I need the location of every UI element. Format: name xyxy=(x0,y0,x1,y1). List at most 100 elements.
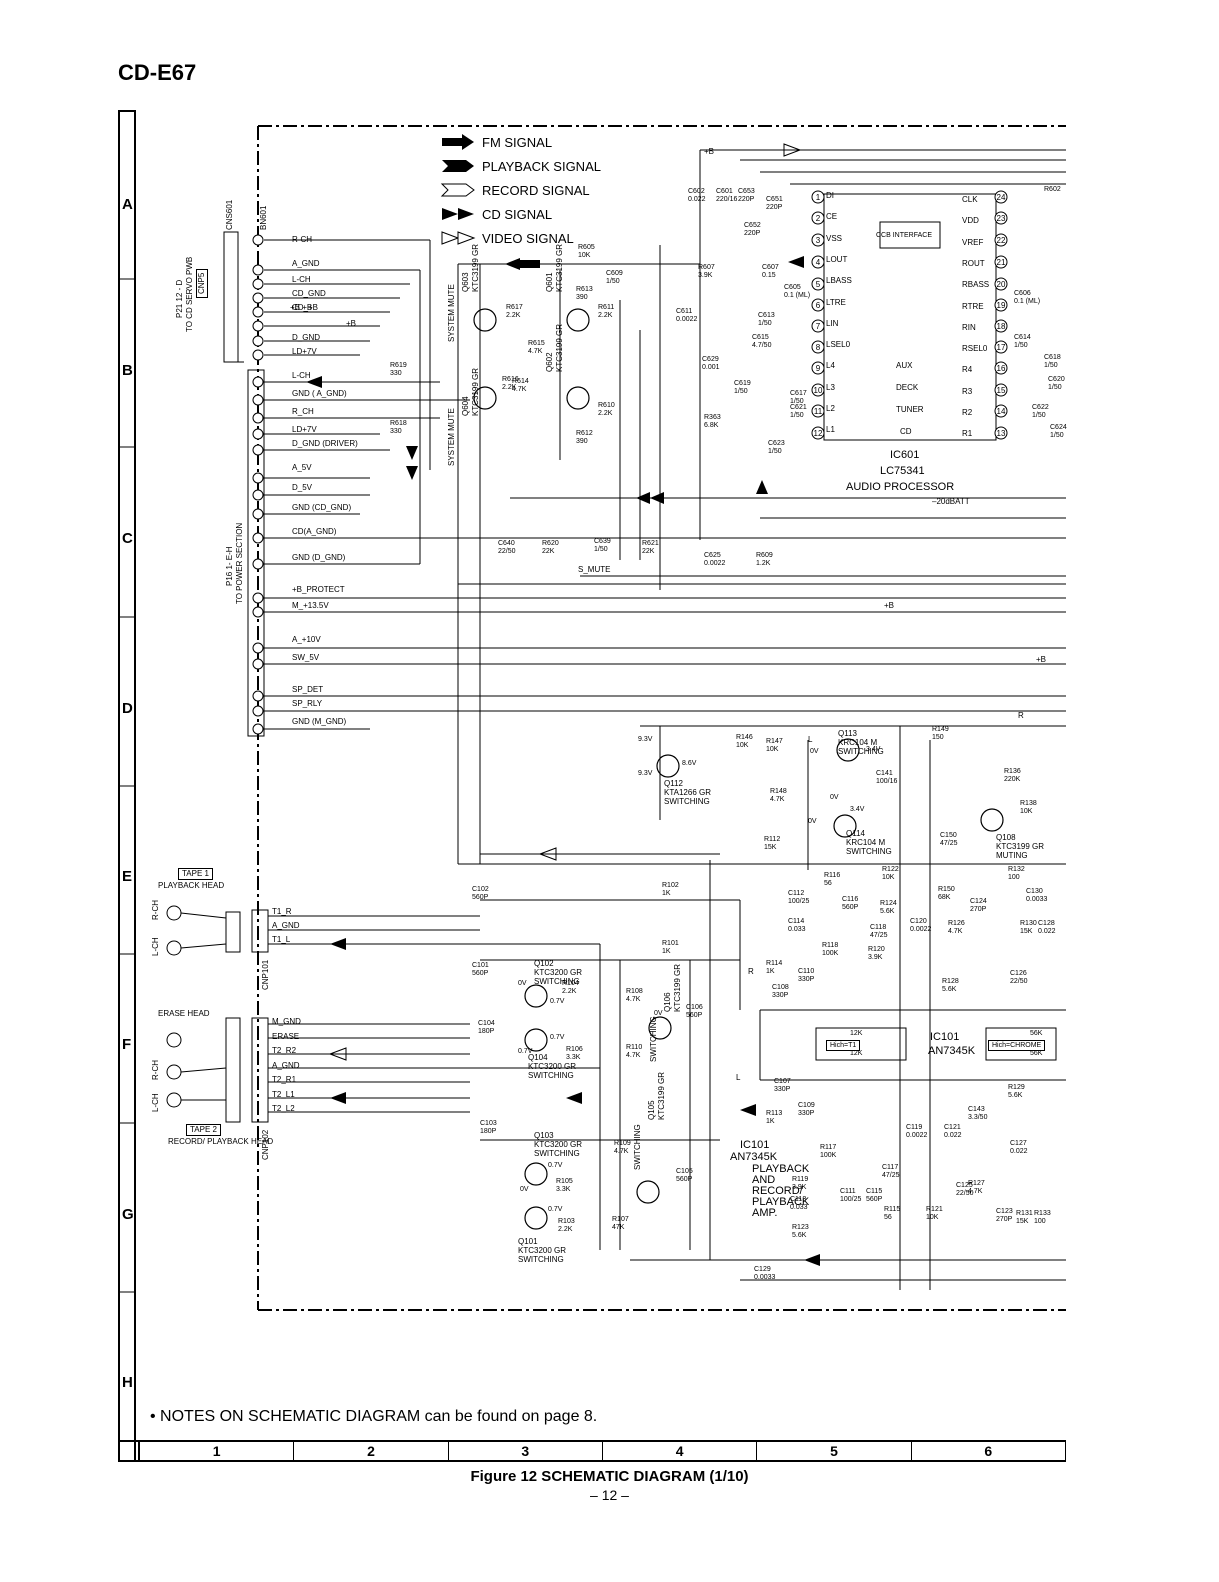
component-value: 2.2K xyxy=(562,988,577,995)
component-ref: C625 xyxy=(704,552,721,559)
svg-text:14: 14 xyxy=(997,407,1006,416)
pin-label: A_+10V xyxy=(292,635,321,644)
transistor-part: KRC104 M xyxy=(838,738,878,747)
transistor-ref: Q114 xyxy=(846,829,865,838)
pin-label: D_5V xyxy=(292,483,313,492)
voltage-label: 0V xyxy=(518,980,527,987)
component-ref: C639 xyxy=(594,538,611,545)
connector-cns601: CNS601 xyxy=(225,199,234,230)
component-ref: R117 xyxy=(820,1144,837,1151)
component-ref: R621 xyxy=(642,540,659,547)
voltage-label: 8.6V xyxy=(682,760,697,767)
transistor-note: SYSTEM MUTE xyxy=(447,284,456,342)
ic601-pin-left: LTRE xyxy=(826,297,846,307)
input-tuner: TUNER xyxy=(896,405,924,414)
r12k: 12K xyxy=(850,1030,863,1037)
transistor-note: SWITCHING xyxy=(528,1071,574,1080)
r56k: 56K xyxy=(1030,1050,1043,1057)
component-ref: R128 xyxy=(942,978,959,985)
ic101-function: AMP. xyxy=(752,1207,778,1219)
component-ref: R114 xyxy=(766,960,783,967)
component-ref: C653 xyxy=(738,188,755,195)
pin-label: A_GND xyxy=(292,259,320,268)
component-ref: R103 xyxy=(558,1218,575,1225)
component-ref: C129 xyxy=(754,1266,771,1273)
component-value: 0.0033 xyxy=(754,1274,776,1281)
component-value: 390 xyxy=(576,294,588,301)
component-value: 100/25 xyxy=(840,1196,862,1203)
ic601-pin-right: R1 xyxy=(962,429,973,439)
component-value: 560P xyxy=(472,970,489,977)
component-ref: R109 xyxy=(614,1140,631,1147)
component-ref: C103 xyxy=(480,1120,497,1127)
component-value: 15K xyxy=(764,844,777,851)
component-ref: R617 xyxy=(506,304,523,311)
row-label-c: C xyxy=(122,530,133,547)
page-number: – 12 – xyxy=(590,1487,629,1503)
component-value: 330 xyxy=(390,370,402,377)
connector-cnp5: CNP5 xyxy=(196,268,208,298)
tape1-pin: T1_L xyxy=(272,935,291,944)
component-ref: C118 xyxy=(870,924,887,931)
component-ref: R104 xyxy=(562,980,579,987)
component-value: 1/50 xyxy=(758,320,772,327)
row-label-f: F xyxy=(122,1036,132,1053)
model-title: CD-E67 xyxy=(118,60,197,85)
legend-label: CD SIGNAL xyxy=(482,206,553,222)
component-value: 220P xyxy=(738,196,755,203)
ic601-part: LC75341 xyxy=(880,465,925,477)
component-ref: C624 xyxy=(1050,424,1067,431)
component-value: 4.7K xyxy=(968,1188,983,1195)
tape1-pin: T1_R xyxy=(272,907,292,916)
pin-label: CD(A_GND) xyxy=(292,527,337,536)
component-value: 1K xyxy=(662,948,671,955)
pin-label: L-CH xyxy=(292,275,311,284)
component-ref: C105 xyxy=(676,1168,693,1175)
component-ref: C150 xyxy=(940,832,957,839)
notched-arrow-icon xyxy=(442,160,474,172)
transistor-ref: Q104 xyxy=(528,1053,548,1062)
transistor-part: KTC3199 GR xyxy=(471,367,480,416)
transistor-part: KTA1266 GR xyxy=(664,788,711,797)
transistor-note: SWITCHING xyxy=(846,847,892,856)
component-value: 1K xyxy=(766,968,775,975)
component-ref: C618 xyxy=(1044,354,1061,361)
ic601-pin-left: DI xyxy=(826,191,834,200)
component-value: 5.6K xyxy=(880,908,895,915)
component-ref: R612 xyxy=(576,430,593,437)
component-ref: C614 xyxy=(1014,334,1031,341)
component-ref: C640 xyxy=(498,540,515,547)
legend-cd-signal: CD SIGNAL xyxy=(440,202,601,226)
component-ref: R613 xyxy=(576,286,593,293)
tape2-pin: T2_R2 xyxy=(272,1046,297,1055)
pin-label: CD_+B xyxy=(292,303,319,312)
ic101-function: PLAYBACK xyxy=(752,1196,810,1208)
component-ref: C104 xyxy=(478,1020,495,1027)
component-ref: C611 xyxy=(676,308,693,315)
component-ref: C123 xyxy=(996,1208,1013,1215)
component-ref: C602 xyxy=(688,188,705,195)
component-ref: R123 xyxy=(792,1224,809,1231)
ic601-pin-right: RTRE xyxy=(962,301,984,311)
component-value: 10K xyxy=(578,252,591,259)
plus-b-label: +B xyxy=(346,319,357,328)
component-ref: R610 xyxy=(598,402,615,409)
component-value: 0.0033 xyxy=(1026,896,1048,903)
transistor-part: KTC3199 GR xyxy=(657,1071,666,1120)
ic601-pin-right: R2 xyxy=(962,408,973,417)
svg-text:16: 16 xyxy=(997,364,1006,373)
component-value: 100/16 xyxy=(876,778,898,785)
component-value: 1/50 xyxy=(1032,412,1046,419)
ic101-function: AND xyxy=(752,1174,776,1186)
component-ref: R130 xyxy=(1020,920,1037,927)
tape2-pin: T2_L1 xyxy=(272,1089,295,1099)
component-ref: R124 xyxy=(880,900,897,907)
component-ref: C130 xyxy=(1026,888,1043,895)
component-ref: R115 xyxy=(884,1206,901,1213)
component-ref: C613 xyxy=(758,312,775,319)
pin-label: A_5V xyxy=(292,463,312,472)
component-value: 15K xyxy=(1016,1218,1029,1225)
svg-text:21: 21 xyxy=(997,258,1006,267)
component-value: 1/50 xyxy=(1050,432,1064,439)
component-ref: C623 xyxy=(768,440,785,447)
